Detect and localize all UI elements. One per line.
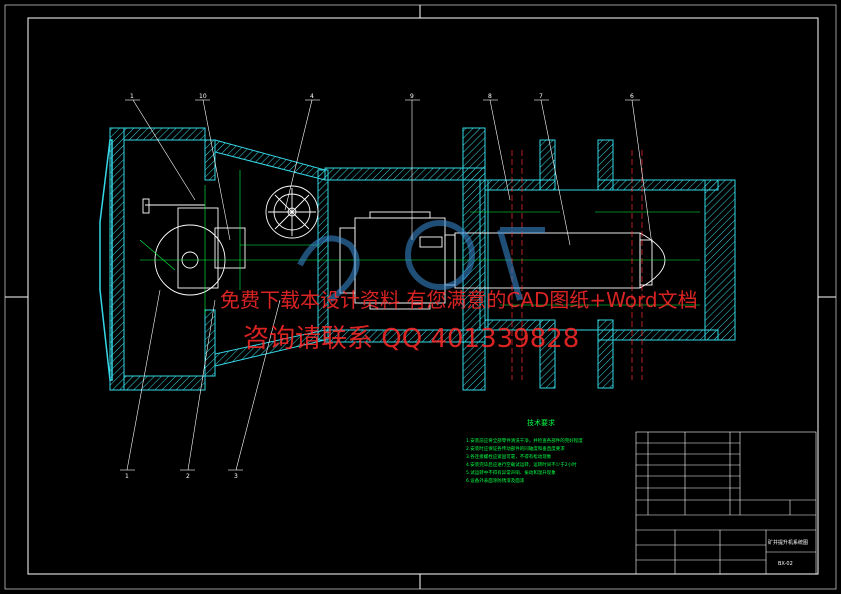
watermark-line-1: 免费下载本设计资料 有您满意的CAD图纸+Word文档 xyxy=(220,288,698,312)
drawing-frame xyxy=(4,4,837,590)
technical-note-4: 4.安装完毕后应进行空载试运转，运转时间不少于2小时 xyxy=(466,463,577,468)
callout-leaders xyxy=(120,99,653,471)
dimensions xyxy=(139,170,700,315)
technical-note-3: 3.各连接螺栓应紧固可靠，不得有松动现象 xyxy=(466,455,552,460)
technical-notes-title: 技术要求 xyxy=(527,419,555,427)
title-block xyxy=(635,431,817,575)
logo-mark xyxy=(297,220,545,303)
technical-note-1: 1.安装前应将全部零件清洗干净，并检查各部件的完好程度 xyxy=(466,439,583,444)
centerlines xyxy=(511,150,643,380)
callout-3: 3 xyxy=(234,473,238,480)
drawing-title: 矿井提升机系统图 xyxy=(768,540,809,546)
callout-2: 2 xyxy=(186,473,190,480)
callout-7: 7 xyxy=(539,93,543,100)
callout-1-top: 1 xyxy=(130,93,134,100)
technical-note-6: 6.设备外表面涂防锈漆及面漆 xyxy=(466,479,525,484)
right-housing xyxy=(462,127,736,391)
technical-note-5: 5.试运转中不得有异常声响、振动和温升现象 xyxy=(466,471,556,476)
watermark-line-2: 咨询请联系 QQ 401339828 xyxy=(243,324,580,354)
technical-note-2: 2.安装时应保证各传动部件的同轴度和垂直度要求 xyxy=(466,447,565,452)
callout-4: 4 xyxy=(310,93,314,100)
callout-10: 10 xyxy=(199,93,207,100)
callout-1-bottom: 1 xyxy=(125,473,129,480)
callout-6: 6 xyxy=(630,93,634,100)
callout-9: 9 xyxy=(410,93,414,100)
technical-notes: 技术要求 1.安装前应将全部零件清洗干净，并检查各部件的完好程度 2.安装时应保… xyxy=(466,418,616,486)
callout-labels: 1 10 4 9 8 7 6 1 2 3 xyxy=(125,93,634,480)
callout-8: 8 xyxy=(488,93,492,100)
drawing-number: BX-02 xyxy=(778,561,793,567)
